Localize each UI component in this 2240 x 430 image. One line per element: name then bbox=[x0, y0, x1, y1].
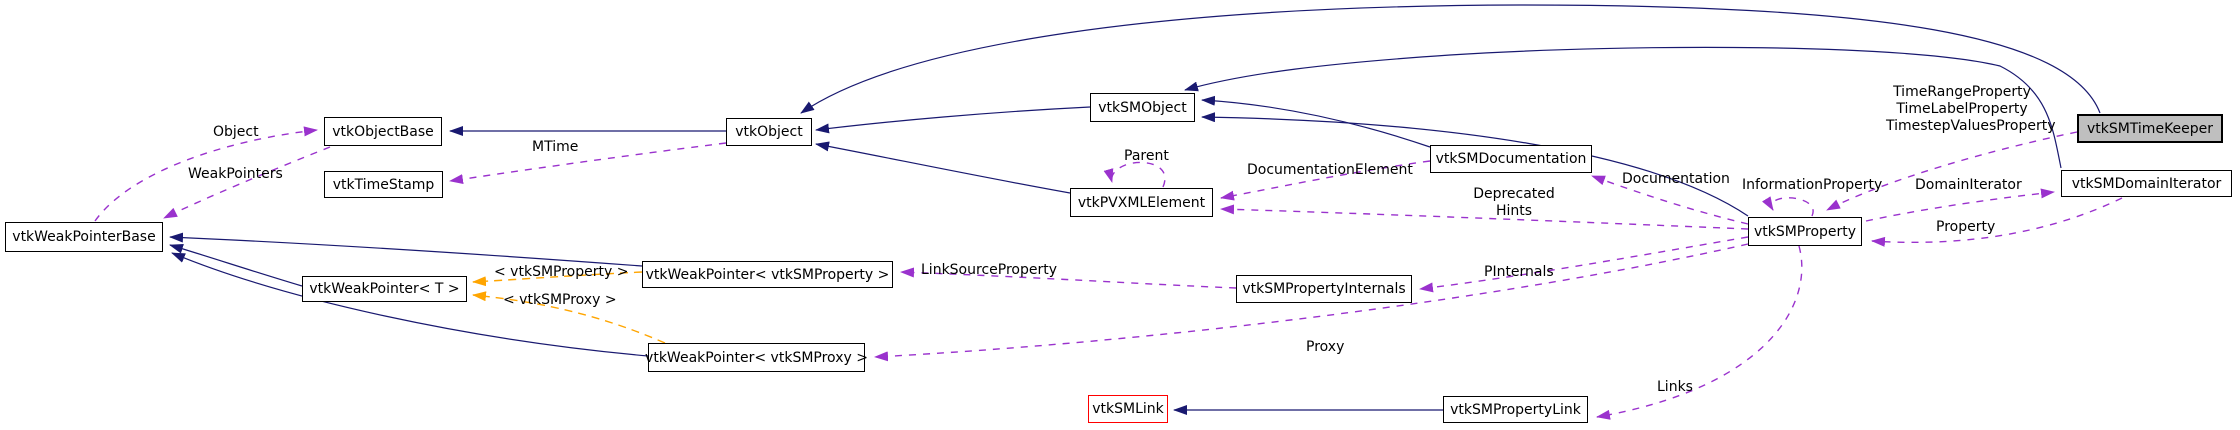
edge-vtksmdomainiterator-to-vtksmobject bbox=[1184, 46, 2062, 169]
edge-label-timekeeper-members: TimeRangeProperty TimeLabelProperty Time… bbox=[1886, 84, 2056, 135]
node-vtktimestamp[interactable]: vtkTimeStamp bbox=[324, 171, 443, 198]
edge-template-vtksmproxy bbox=[472, 291, 666, 344]
edge-vtksmproperty-to-vtksmobject bbox=[1201, 112, 1749, 217]
edge-weakpointers-member bbox=[163, 146, 331, 219]
node-vtksmobject[interactable]: vtkSMObject bbox=[1090, 93, 1195, 122]
edge-proxy-member bbox=[874, 243, 1749, 362]
node-vtksmpropertylink[interactable]: vtkSMPropertyLink bbox=[1443, 396, 1588, 423]
edge-pinternals-member bbox=[1419, 236, 1749, 293]
edge-label-weakpointers: WeakPointers bbox=[188, 166, 283, 182]
edge-label-pinternals: PInternals bbox=[1484, 264, 1554, 280]
edge-label-informationproperty: InformationProperty bbox=[1742, 177, 1883, 193]
node-vtksmdomainiterator[interactable]: vtkSMDomainIterator bbox=[2061, 170, 2232, 197]
node-vtkweakpointerbase[interactable]: vtkWeakPointerBase bbox=[5, 222, 163, 252]
edge-vtkweakpointerproxy-to-vtkweakpointerbase bbox=[171, 252, 649, 357]
edge-label-deprecated-hints: Deprecated Hints bbox=[1462, 186, 1566, 220]
edge-parent-selfloop bbox=[1103, 161, 1166, 188]
edge-vtksmobject-to-vtkobject bbox=[815, 106, 1091, 134]
node-vtkweakpointer-vtksmproperty[interactable]: vtkWeakPointer< vtkSMProperty > bbox=[642, 261, 893, 288]
edge-label-domainiterator: DomainIterator bbox=[1915, 177, 2022, 193]
edge-label-hints: Hints bbox=[1495, 203, 1533, 219]
edge-label-property: Property bbox=[1936, 219, 1996, 235]
edge-label-linksourceproperty: LinkSourceProperty bbox=[921, 262, 1057, 278]
edge-vtkpvxmlelement-to-vtkobject bbox=[815, 141, 1071, 194]
edge-label-parent: Parent bbox=[1124, 148, 1169, 164]
edge-label-timestepvaluesproperty: TimestepValuesProperty bbox=[1886, 118, 2056, 134]
edge-vtkweakpointert-to-vtkweakpointerbase bbox=[169, 243, 303, 287]
edge-deprecated-hints-member bbox=[1220, 204, 1749, 230]
edge-label-mtime: MTime bbox=[532, 139, 579, 155]
node-vtksmlink[interactable]: vtkSMLink bbox=[1088, 395, 1168, 423]
edge-label-timelabelproperty: TimeLabelProperty bbox=[1896, 101, 2028, 117]
node-vtksmpropertyinternals[interactable]: vtkSMPropertyInternals bbox=[1236, 275, 1412, 303]
edge-label-object: Object bbox=[213, 124, 259, 140]
edge-informationproperty-selfloop bbox=[1761, 196, 1814, 217]
edge-vtksmtimekeeper-to-vtkobject bbox=[800, 4, 2101, 114]
node-vtkweakpointer-t[interactable]: vtkWeakPointer< T > bbox=[302, 276, 467, 302]
node-vtkweakpointer-vtksmproxy[interactable]: vtkWeakPointer< vtkSMProxy > bbox=[645, 343, 868, 372]
edge-links-member bbox=[1596, 245, 1803, 420]
node-vtkpvxmlelement[interactable]: vtkPVXMLElement bbox=[1070, 188, 1213, 217]
edge-property-member bbox=[1871, 197, 2123, 247]
edge-mtime-member bbox=[449, 142, 727, 185]
edge-documentation-member bbox=[1591, 175, 1749, 225]
edge-label-documentation: Documentation bbox=[1622, 171, 1730, 187]
node-vtksmdocumentation[interactable]: vtkSMDocumentation bbox=[1430, 145, 1592, 173]
edge-label-deprecated: Deprecated bbox=[1473, 186, 1555, 202]
edge-label-template-vtksmproperty: < vtkSMProperty > bbox=[494, 264, 629, 280]
edge-timekeeper-properties-member bbox=[1826, 131, 2078, 211]
edge-vtkweakpointerproperty-to-vtkweakpointerbase bbox=[169, 232, 643, 267]
edge-linksourceproperty-member bbox=[900, 267, 1237, 289]
edge-label-timerangeproperty: TimeRangeProperty bbox=[1893, 84, 2031, 100]
edge-domainiterator-member bbox=[1865, 188, 2055, 222]
edge-label-template-vtksmproxy: < vtkSMProxy > bbox=[503, 292, 617, 308]
edge-template-vtksmproperty bbox=[472, 271, 643, 287]
node-vtksmtimekeeper: vtkSMTimeKeeper bbox=[2077, 114, 2223, 143]
edge-documentationelement-member bbox=[1220, 160, 1431, 201]
node-vtkobject[interactable]: vtkObject bbox=[726, 118, 812, 146]
edge-object-member bbox=[94, 126, 318, 222]
node-vtkobjectbase[interactable]: vtkObjectBase bbox=[324, 117, 442, 146]
edge-label-documentationelement: DocumentationElement bbox=[1247, 162, 1413, 178]
edge-label-links: Links bbox=[1657, 379, 1693, 395]
edge-vtksmdocumentation-to-vtksmobject bbox=[1201, 95, 1431, 148]
node-vtksmproperty[interactable]: vtkSMProperty bbox=[1748, 217, 1862, 246]
edge-label-proxy: Proxy bbox=[1306, 339, 1345, 355]
